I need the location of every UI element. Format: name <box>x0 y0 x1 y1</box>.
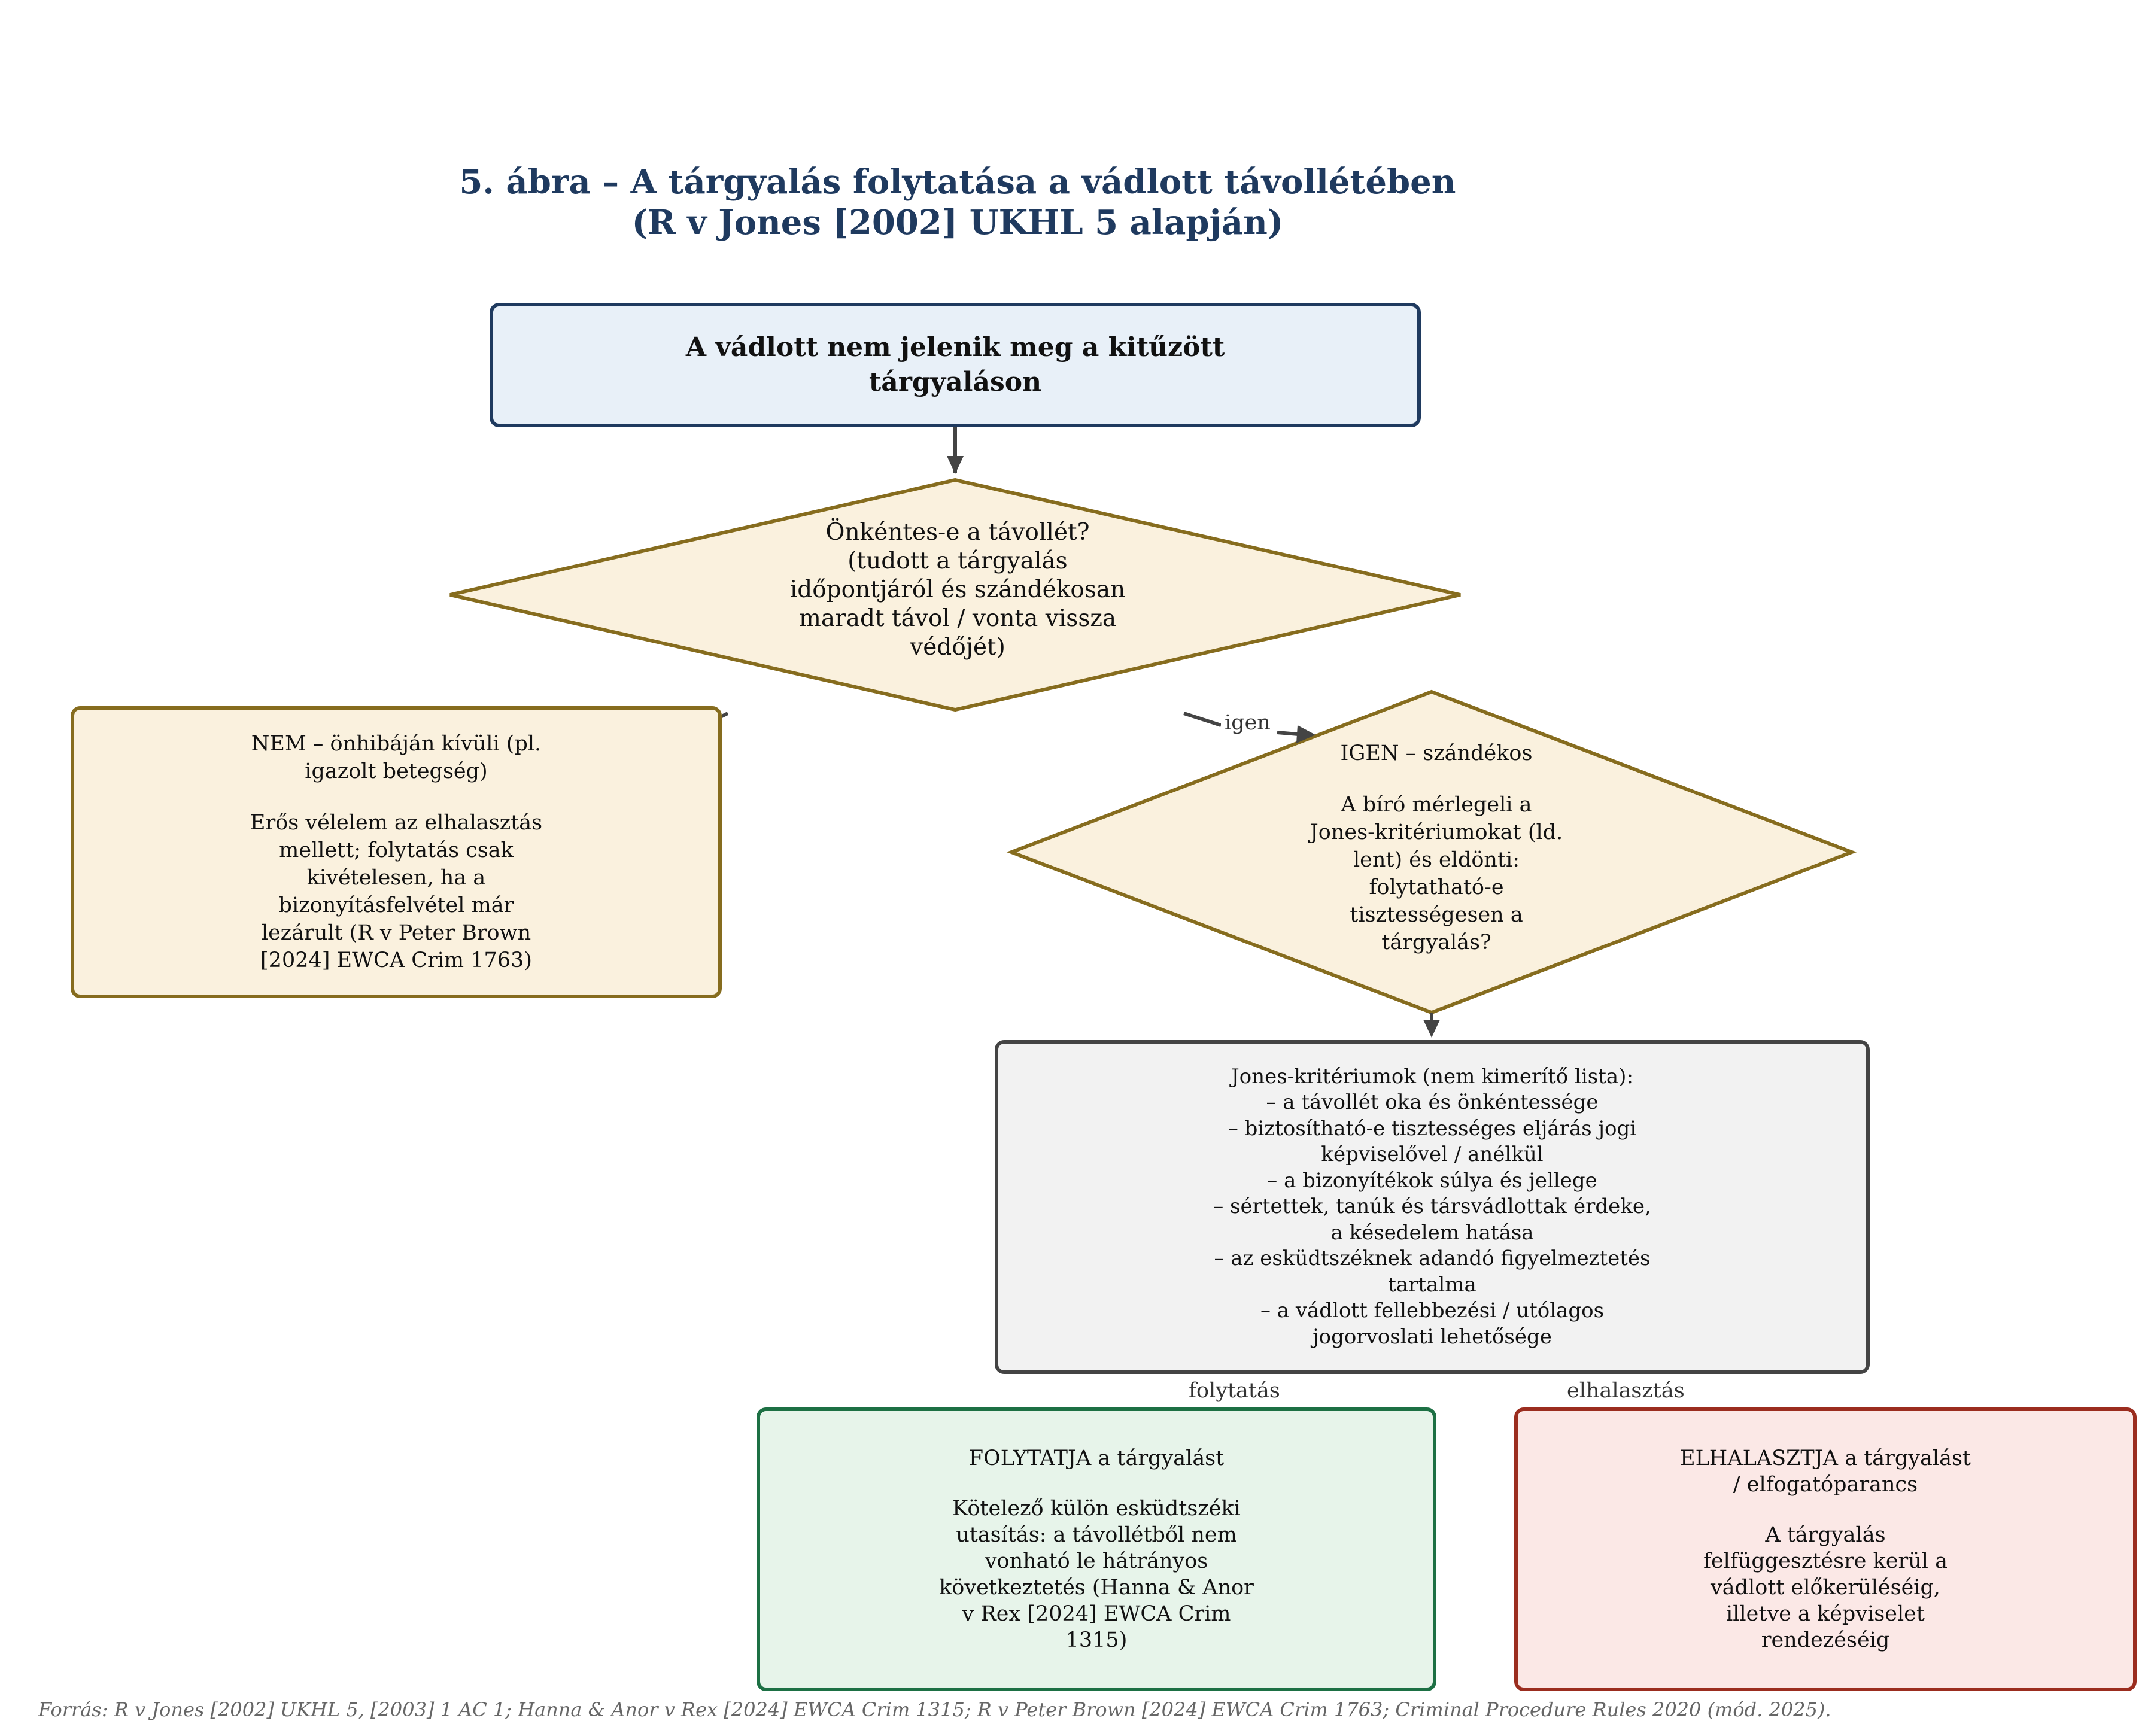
nem-box-line: [2024] EWCA Crim 1763) <box>260 948 532 972</box>
start-node: A vádlott nem jelenik meg a kitűzött tár… <box>490 303 1421 427</box>
criteria-line: – a távollét oka és önkéntessége <box>1266 1090 1599 1115</box>
nem-box-line: igazolt betegség) <box>305 759 488 783</box>
nem-box-line: bizonyításfelvétel már <box>278 893 514 917</box>
criteria-line: – a bizonyítékok súlya és jellege <box>1267 1168 1597 1193</box>
criteria-line: Jones-kritériumok (nem kimerítő lista): <box>1231 1064 1633 1089</box>
continue-outcome-box: FOLYTATJA a tárgyalást Kötelező külön es… <box>757 1407 1436 1691</box>
decision-intentional-line: lent) és eldönti: <box>1353 848 1520 872</box>
adjourn-box-line: A tárgyalás <box>1765 1523 1886 1547</box>
arrowhead-igen-to-criteria <box>1423 1020 1440 1038</box>
decision-intentional-line: IGEN – szándékos <box>1340 741 1533 765</box>
decision-voluntary-text: Önkéntes-e a távollét? (tudott a tárgyal… <box>742 518 1173 662</box>
adjourn-box-line: felfüggesztésre kerül a <box>1703 1549 1948 1573</box>
arrow-question-to-nem <box>719 712 729 719</box>
decision-intentional-text: IGEN – szándékos A bíró mérlegeli a Jone… <box>1245 740 1628 956</box>
criteria-line: jogorvoslati lehetősége <box>1313 1324 1552 1349</box>
source-caption: Forrás: R v Jones [2002] UKHL 5, [2003] … <box>38 1698 1831 1721</box>
criteria-line: képviselővel / anélkül <box>1321 1142 1544 1167</box>
nem-box-line: mellett; folytatás csak <box>279 838 514 862</box>
figure-title-line1: 5. ábra – A tárgyalás folytatása a vádlo… <box>459 162 1456 202</box>
continue-box-line: utasítás: a távollétből nem <box>956 1523 1237 1547</box>
continue-box-line: Kötelező külön esküdtszéki <box>952 1497 1241 1521</box>
criteria-line: a késedelem hatása <box>1330 1220 1534 1245</box>
edge-label-igen: igen <box>1221 711 1274 735</box>
adjourn-box-line: vádlott előkerüléséig, <box>1710 1576 1941 1600</box>
decision-intentional-line: A bíró mérlegeli a <box>1341 793 1532 817</box>
adjourn-outcome-box: ELHALASZTJA a tárgyalást / elfogatóparan… <box>1514 1407 2137 1691</box>
decision-intentional-line: tisztességesen a <box>1350 903 1523 927</box>
decision-intentional-line: folytatható-e <box>1369 875 1504 899</box>
adjourn-box-line: ELHALASZTJA a tárgyalást <box>1680 1446 1971 1470</box>
nem-box-line: NEM – önhibáján kívüli (pl. <box>251 732 542 756</box>
arrowhead-start-to-question <box>947 456 964 474</box>
nem-box-line: Erős vélelem az elhalasztás <box>250 811 543 835</box>
decision-intentional-line: tárgyalás? <box>1381 931 1491 954</box>
criteria-line: – az esküdtszéknek adandó figyelmeztetés <box>1214 1246 1651 1271</box>
figure-title: 5. ábra – A tárgyalás folytatása a vádlo… <box>0 162 1915 243</box>
nem-outcome-box: NEM – önhibáján kívüli (pl. igazolt bete… <box>71 706 722 998</box>
adjourn-box-line: / elfogatóparancs <box>1733 1473 1918 1497</box>
decision-voluntary-line: időpontjáról és szándékosan <box>789 576 1126 603</box>
start-node-line1: A vádlott nem jelenik meg a kitűzött <box>685 332 1225 363</box>
criteria-line: – biztosítható-e tisztességes eljárás jo… <box>1228 1116 1637 1141</box>
continue-box-line: vonható le hátrányos <box>985 1549 1208 1573</box>
continue-box-line: v Rex [2024] EWCA Crim <box>962 1602 1231 1626</box>
criteria-line: – sértettek, tanúk és társvádlottak érde… <box>1213 1194 1651 1219</box>
decision-intentional-line: Jones-kritériumokat (ld. <box>1310 820 1563 844</box>
jones-criteria-box: Jones-kritériumok (nem kimerítő lista): … <box>995 1040 1870 1374</box>
nem-box-line: lezárult (R v Peter Brown <box>261 921 531 945</box>
decision-voluntary-line: maradt távol / vonta vissza <box>798 605 1117 632</box>
criteria-line: tartalma <box>1388 1272 1476 1297</box>
decision-voluntary-line: védőjét) <box>910 634 1005 661</box>
edge-label-folytatas: folytatás <box>1185 1379 1284 1403</box>
criteria-line: – a vádlott fellebbezési / utólagos <box>1260 1299 1605 1323</box>
continue-box-line: FOLYTATJA a tárgyalást <box>968 1446 1225 1470</box>
adjourn-box-line: rendezéséig <box>1761 1628 1890 1652</box>
nem-box-line: kivételesen, ha a <box>306 866 486 890</box>
decision-voluntary-line: Önkéntes-e a távollét? <box>825 519 1090 546</box>
edge-label-elhalasztas: elhalasztás <box>1563 1379 1688 1403</box>
continue-box-line: 1315) <box>1065 1628 1128 1652</box>
arrowhead-question-to-igen <box>1296 725 1315 743</box>
figure-title-line2: (R v Jones [2002] UKHL 5 alapján) <box>631 203 1284 242</box>
continue-box-line: következtetés (Hanna & Anor <box>939 1576 1254 1600</box>
decision-voluntary-diamond <box>449 478 1461 712</box>
adjourn-box-line: illetve a képviselet <box>1726 1602 1925 1626</box>
start-node-line2: tárgyaláson <box>868 367 1042 397</box>
decision-voluntary-line: (tudott a tárgyalás <box>847 548 1068 574</box>
